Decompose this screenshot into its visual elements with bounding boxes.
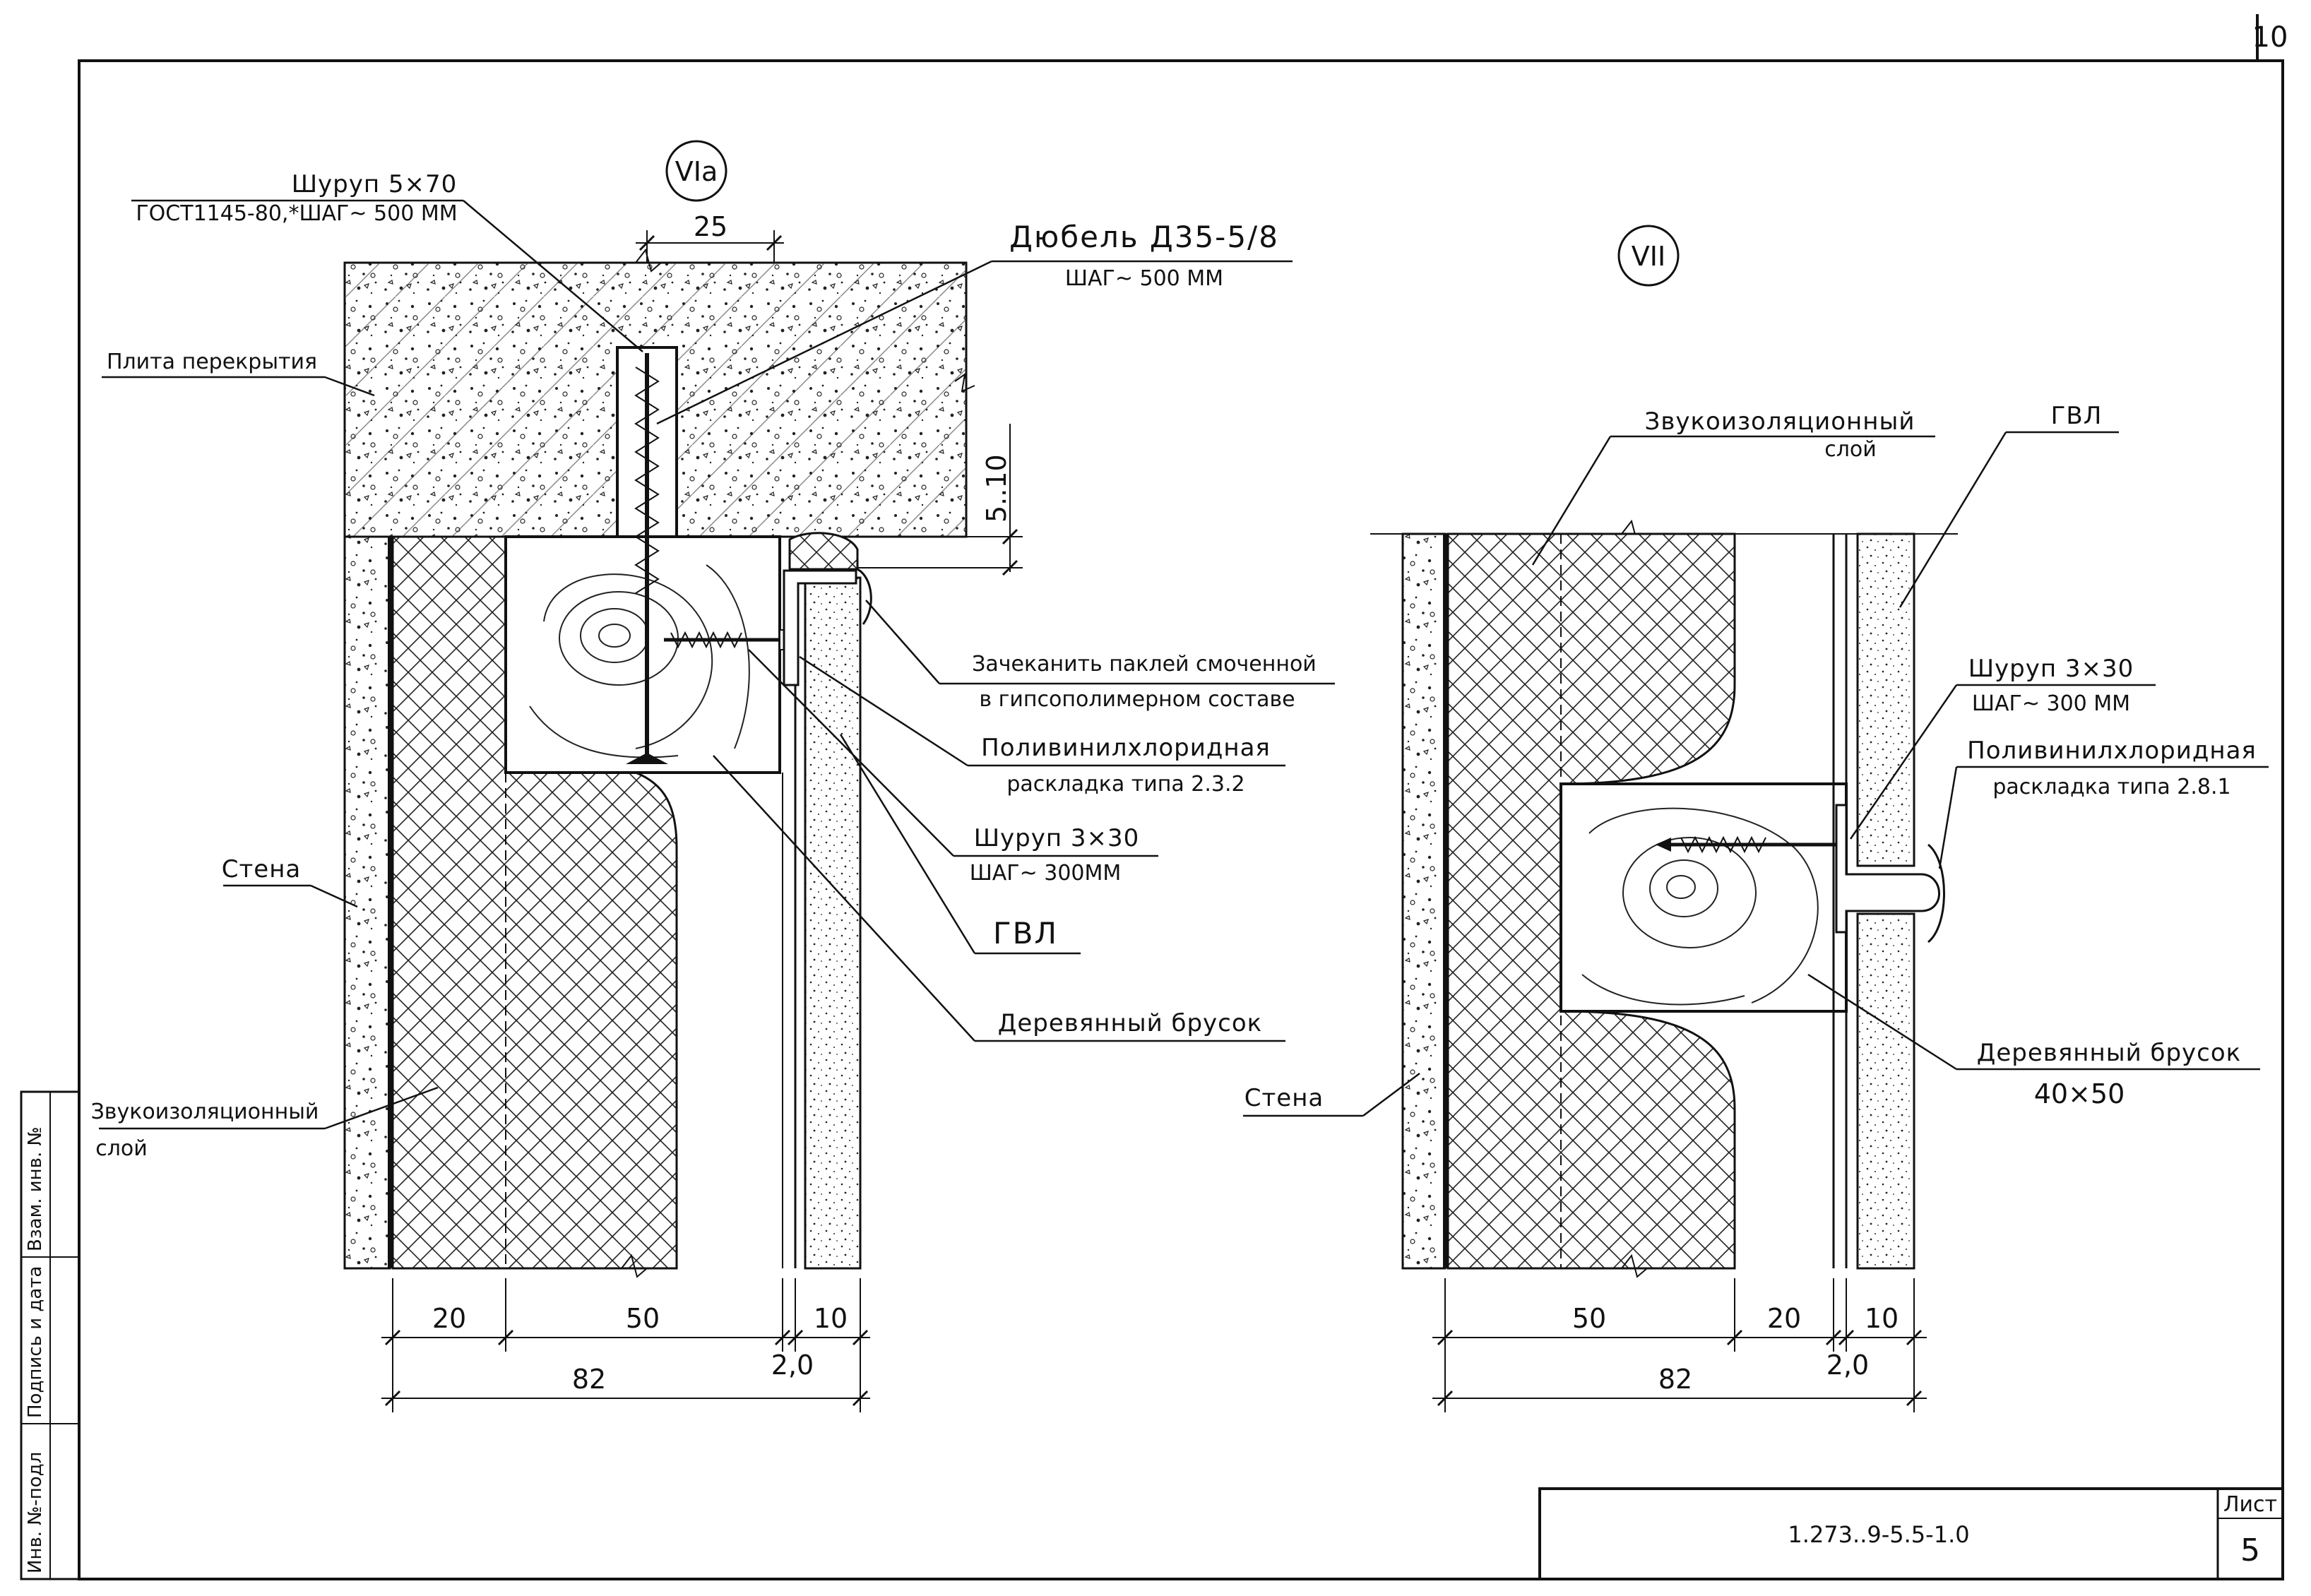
label-floor-slab: Плита перекрытия bbox=[107, 350, 317, 374]
label-screw-5x70-spec: ГОСТ1145-80,*ШАГ~ 500 ММ bbox=[136, 201, 457, 226]
label-screw-5x70: Шуруп 5×70 bbox=[292, 170, 458, 198]
label-dowel-step: ШАГ~ 500 ММ bbox=[1065, 266, 1223, 291]
label-pvc-2: раскладка типа 2.3.2 bbox=[1006, 772, 1244, 797]
gvl-board-right-top bbox=[1856, 532, 1915, 867]
title-block: Лист 5 1.273..9-5.5-1.0 bbox=[1538, 1487, 2284, 1580]
stamp-inv-no: Инв. №-подл bbox=[25, 1452, 46, 1573]
gvl-board-right-bottom bbox=[1856, 912, 1915, 1270]
label-screw-3x30-right: Шуруп 3×30 bbox=[1968, 655, 2134, 683]
label-wooden-beam-right: Деревянный брусок bbox=[1977, 1039, 2241, 1067]
gvl-board bbox=[804, 576, 862, 1270]
pvc-profile-right bbox=[1835, 804, 1940, 934]
doc-code: 1.273..9-5.5-1.0 bbox=[1788, 1521, 1969, 1548]
label-wooden-beam: Деревянный брусок bbox=[998, 1009, 1262, 1037]
label-screw-3x30-right-step: ШАГ~ 300 ММ bbox=[1972, 691, 2130, 716]
label-screw-3x30: Шуруп 3×30 bbox=[974, 824, 1140, 852]
dim-50: 50 bbox=[626, 1303, 660, 1334]
sheet-frame bbox=[78, 14, 2284, 1580]
label-wall: Стена bbox=[222, 855, 302, 883]
list-number: 5 bbox=[2240, 1532, 2260, 1568]
wall bbox=[343, 535, 391, 1270]
dim-2: 2,0 bbox=[771, 1350, 814, 1381]
label-sound-layer-right-2: слой bbox=[1824, 437, 1877, 462]
label-pvc-right-2: раскладка типа 2.8.1 bbox=[1992, 775, 2230, 799]
label-sound-layer-right-1: Звукоизоляционный bbox=[1645, 407, 1915, 436]
stamp-replace: Взам. инв. № bbox=[25, 1126, 46, 1251]
stamp-signature: Подпись и дата bbox=[25, 1266, 46, 1418]
dim-side-5-10: 5..10 bbox=[981, 454, 1012, 523]
side-stamp: Инв. №-подл Подпись и дата Взам. инв. № bbox=[20, 1090, 81, 1580]
label-sound-layer-2: слой bbox=[95, 1136, 148, 1161]
label-pvc-1: Поливинилхлоридная bbox=[981, 734, 1271, 762]
wooden-beam-right bbox=[1560, 782, 1848, 1013]
label-dowel: Дюбель Д35-5/8 bbox=[1009, 220, 1279, 254]
detail-via: VIa 25 5..10 20 50 10 2,0 82 bbox=[91, 140, 1335, 1412]
wall-right bbox=[1401, 532, 1446, 1270]
detail-mark-vii bbox=[1617, 225, 1680, 287]
dim-20: 20 bbox=[432, 1303, 466, 1334]
page-number: 10 bbox=[2252, 21, 2288, 54]
dim-82: 82 bbox=[572, 1364, 606, 1395]
dim-10: 10 bbox=[814, 1303, 848, 1334]
label-caulk-1: Зачеканить паклей смоченной bbox=[972, 652, 1317, 677]
detail-mark-via bbox=[665, 140, 727, 202]
label-gvl-right: ГВЛ bbox=[2051, 402, 2103, 430]
dim-20-right: 20 bbox=[1767, 1303, 1801, 1334]
dim-10-right: 10 bbox=[1865, 1303, 1899, 1334]
dim-82-right: 82 bbox=[1658, 1364, 1692, 1395]
label-caulk-2: в гипсополимерном составе bbox=[979, 687, 1295, 712]
detail-vii: VII 50 20 10 2,0 82 bbox=[1243, 225, 2269, 1412]
label-wall-right: Стена bbox=[1244, 1084, 1324, 1112]
list-label: Лист bbox=[2223, 1492, 2277, 1517]
label-screw-3x30-step: ШАГ~ 300ММ bbox=[970, 861, 1122, 886]
label-sound-layer-1: Звукоизоляционный bbox=[91, 1100, 319, 1124]
detail-mark-via-text: VIa bbox=[675, 156, 718, 187]
caulk bbox=[788, 532, 859, 571]
label-gvl: ГВЛ bbox=[993, 916, 1058, 951]
label-wooden-beam-right-size: 40×50 bbox=[2034, 1078, 2125, 1109]
label-pvc-right-1: Поливинилхлоридная bbox=[1967, 737, 2257, 765]
dim-top-25: 25 bbox=[694, 211, 727, 242]
detail-mark-vii-text: VII bbox=[1632, 241, 1665, 272]
dim-2-right: 2,0 bbox=[1826, 1350, 1869, 1381]
dim-50-right: 50 bbox=[1572, 1303, 1606, 1334]
